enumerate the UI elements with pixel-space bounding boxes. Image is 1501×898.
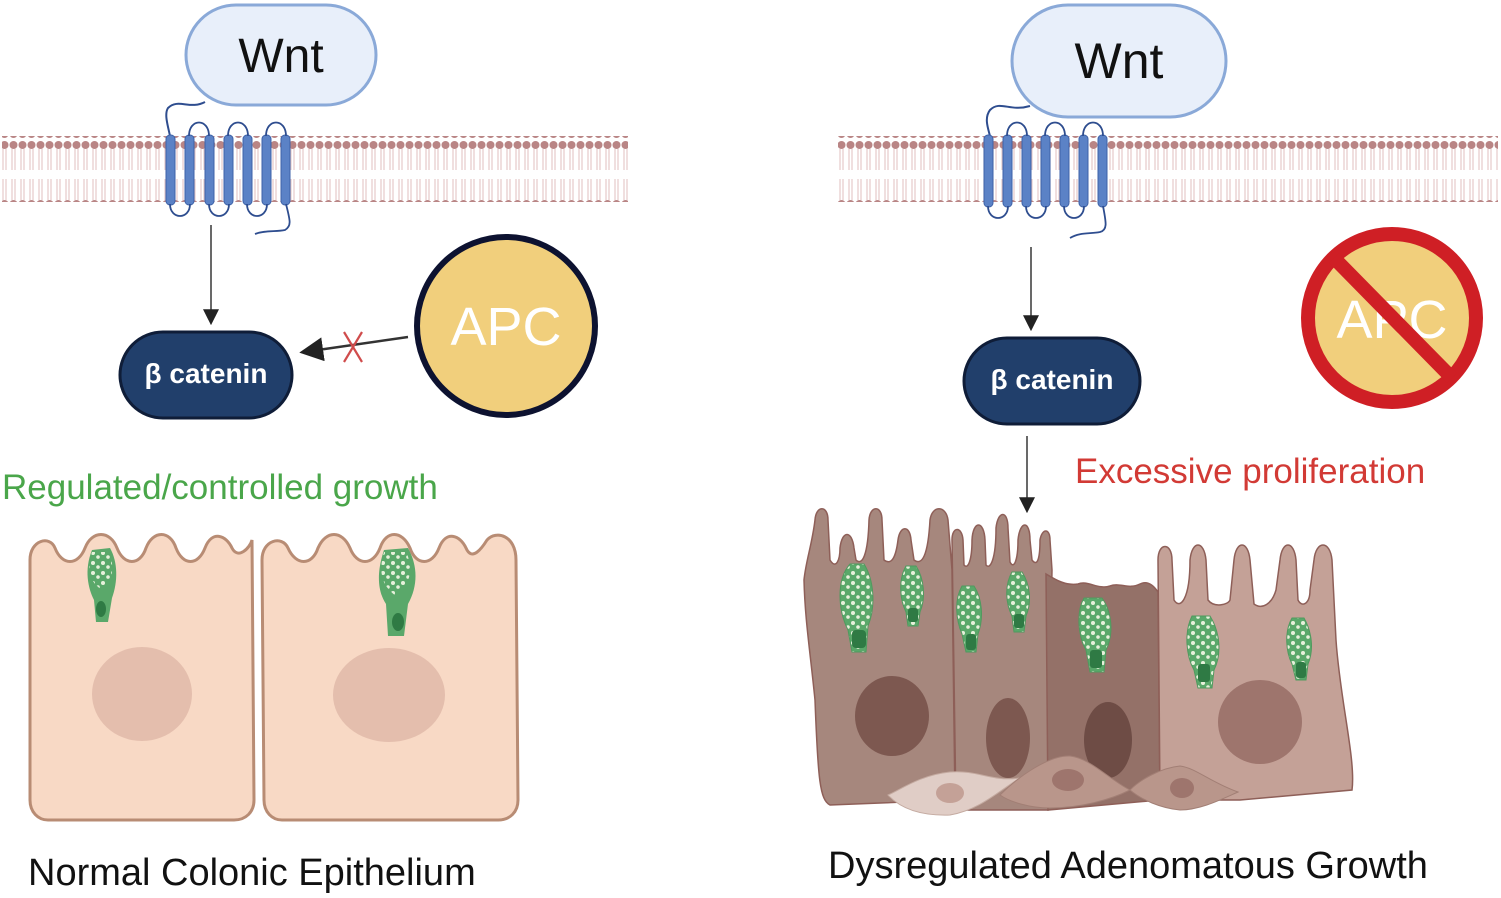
apc-node: APC (414, 234, 598, 418)
normal-cell (260, 533, 520, 822)
cell-membrane (2, 136, 628, 202)
normal-epithelium (28, 533, 520, 822)
stromal-cell (1129, 765, 1240, 811)
beta-catenin-node: β catenin (962, 336, 1142, 426)
adenoma-cell (1045, 572, 1161, 811)
normal-cell (28, 533, 256, 822)
blocked-x-icon (343, 331, 363, 363)
wnt-ligand: Wnt (184, 3, 378, 107)
stromal-cell (999, 755, 1132, 809)
adenoma-cell (951, 513, 1053, 811)
left-panel: Wnt β catenin APC Regulated/controlled g… (2, 3, 628, 894)
wnt-label: Wnt (238, 30, 323, 83)
adenomatous-growth-title: Dysregulated Adenomatous Growth (828, 845, 1428, 887)
wnt-ligand: Wnt (1010, 3, 1228, 119)
normal-epithelium-title: Normal Colonic Epithelium (28, 852, 476, 894)
excessive-proliferation-caption: Excessive proliferation (1075, 452, 1425, 491)
apc-label: APC (450, 297, 561, 357)
adenoma-cell (1157, 544, 1354, 801)
wnt-label: Wnt (1075, 33, 1164, 89)
beta-catenin-label: β catenin (991, 364, 1114, 395)
regulated-growth-caption: Regulated/controlled growth (2, 468, 438, 507)
beta-catenin-node: β catenin (118, 330, 294, 420)
frizzled-receptor (165, 101, 291, 235)
prohibition-slash-icon (1329, 253, 1457, 383)
apc-inhibition-arrow (299, 335, 409, 362)
adenomatous-epithelium (803, 508, 1354, 816)
right-panel: Wnt β catenin APC Excessive proliferatio… (803, 3, 1498, 887)
stromal-cell (887, 771, 1021, 816)
beta-catenin-label: β catenin (145, 358, 268, 389)
apc-absent-node: APC (1301, 227, 1483, 409)
adenoma-cell (803, 508, 956, 806)
cell-membrane (838, 136, 1498, 202)
frizzled-receptor (983, 104, 1108, 239)
